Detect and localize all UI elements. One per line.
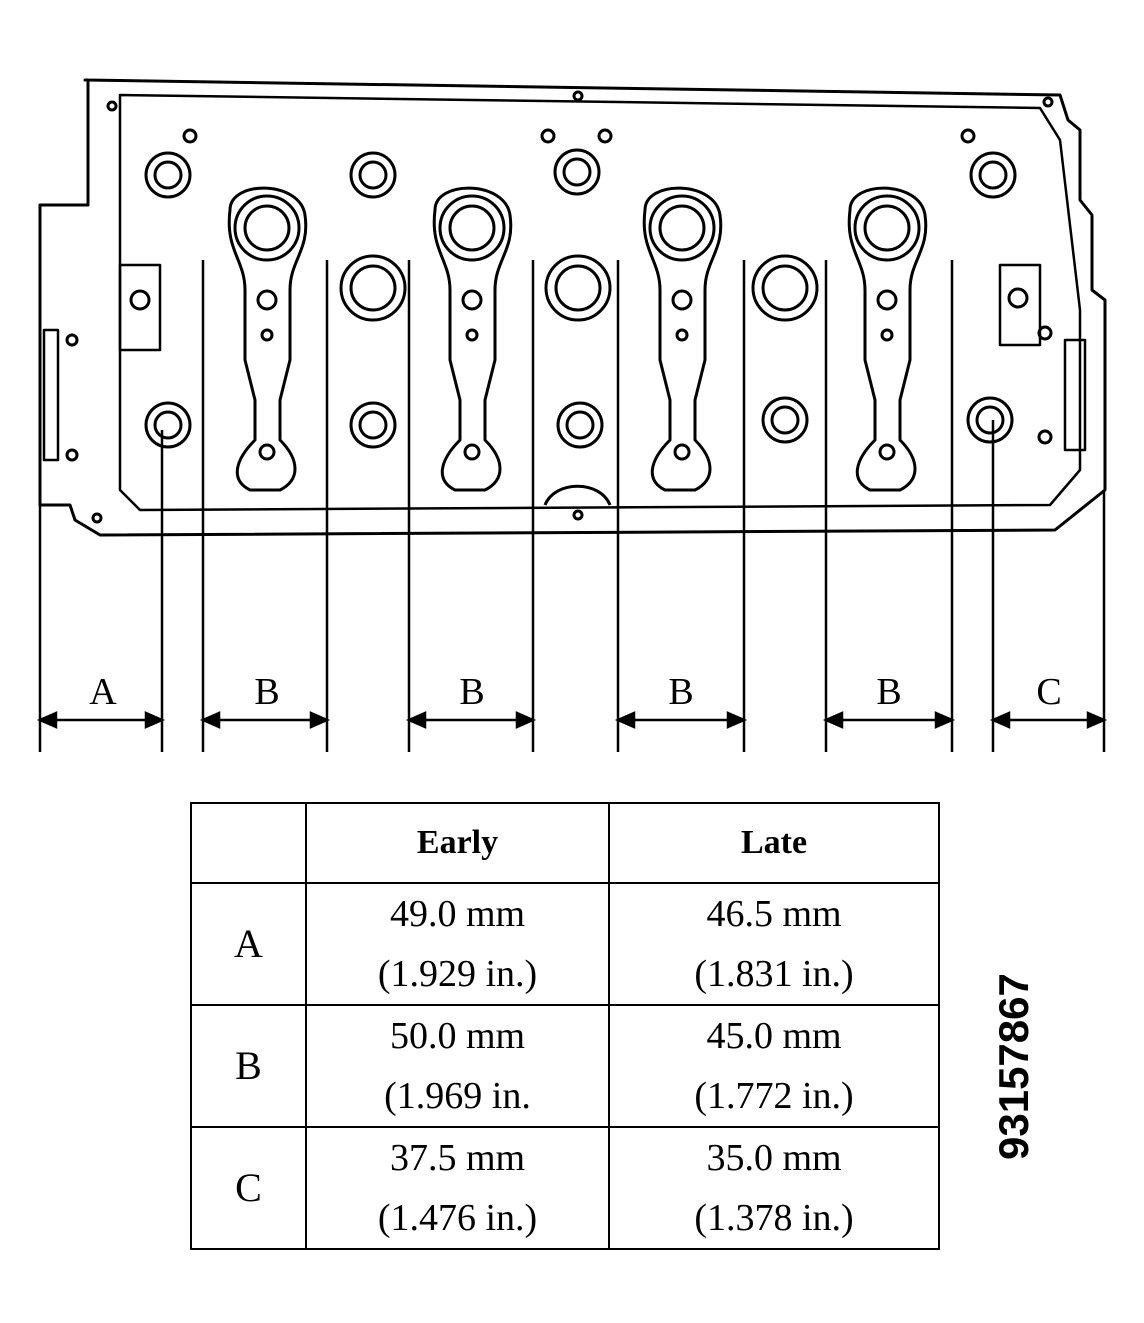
dimension-label-b4: B: [876, 671, 901, 713]
dimension-label-b1: B: [254, 671, 279, 713]
gasket-outline: [38, 78, 1107, 537]
table-row: C 37.5 mm(1.476 in.) 35.0 mm(1.378 in.): [190, 1126, 940, 1250]
header-late: Late: [608, 802, 940, 884]
table-row: B 50.0 mm(1.969 in. 45.0 mm(1.772 in.): [190, 1004, 940, 1128]
dimension-spec-table: Early Late A 49.0 mm(1.929 in.) 46.5 mm(…: [190, 802, 940, 1250]
row-key: B: [190, 1004, 307, 1128]
table-row: A 49.0 mm(1.929 in.) 46.5 mm(1.831 in.): [190, 882, 940, 1006]
early-value: 37.5 mm(1.476 in.): [305, 1126, 610, 1250]
late-value: 35.0 mm(1.378 in.): [608, 1126, 940, 1250]
early-value: 50.0 mm(1.969 in.: [305, 1004, 610, 1128]
header-blank: [190, 802, 307, 884]
late-value: 45.0 mm(1.772 in.): [608, 1004, 940, 1128]
cylinder-head-gasket-diagram: A B B B B C: [36, 78, 1108, 752]
early-value: 49.0 mm(1.929 in.): [305, 882, 610, 1006]
dimension-label-a: A: [89, 671, 117, 713]
dimension-label-c: C: [1036, 671, 1061, 713]
dimension-label-b3: B: [668, 671, 693, 713]
row-key: A: [190, 882, 307, 1006]
late-value: 46.5 mm(1.831 in.): [608, 882, 940, 1006]
row-key: C: [190, 1126, 307, 1250]
figure-number-container: 93157867: [990, 960, 1040, 1160]
header-early: Early: [305, 802, 610, 884]
dimension-label-b2: B: [459, 671, 484, 713]
table-header-row: Early Late: [190, 802, 940, 884]
figure-number: 93157867: [990, 973, 1037, 1160]
